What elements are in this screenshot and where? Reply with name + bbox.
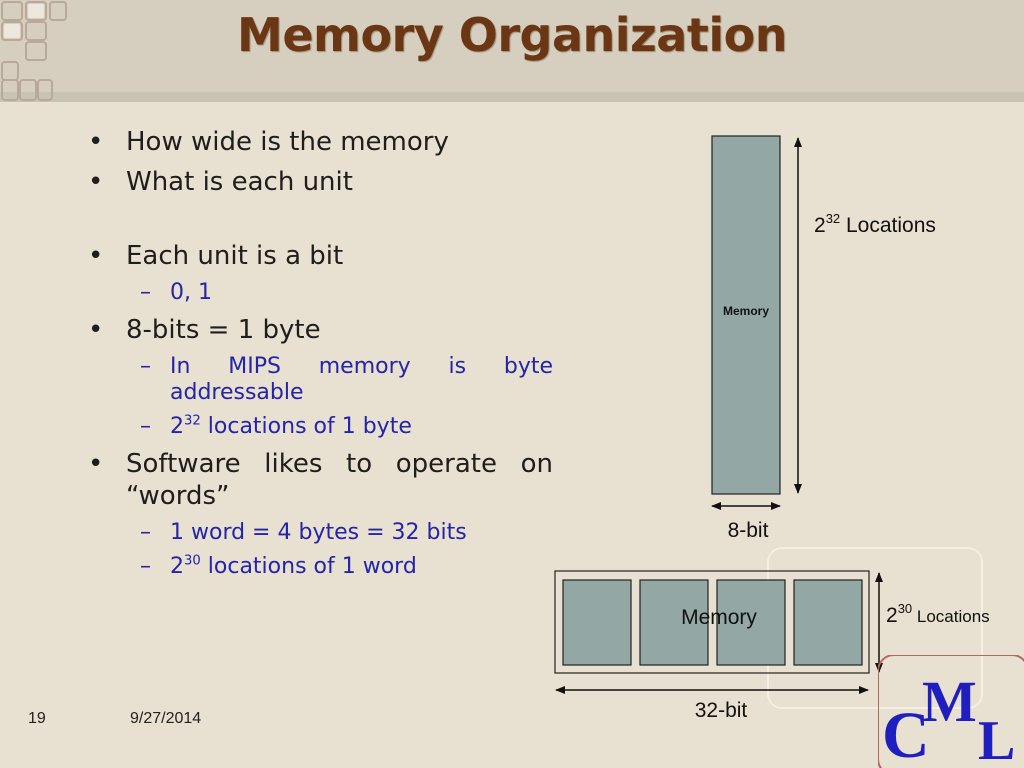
bullet-dot: • (88, 315, 104, 345)
sub-bullet-dash: – (140, 280, 151, 305)
bullet-dot: • (88, 449, 104, 479)
bullet-item: • Each unit is a bit (88, 240, 553, 272)
svg-text:M: M (922, 669, 977, 734)
bullet-item: • 8-bits = 1 byte (88, 314, 553, 346)
sub-bullet-exponent: 30 (184, 553, 201, 569)
sub-bullet-text: In MIPS memory is byte addressable (170, 354, 553, 405)
memory-block-label: Memory (723, 304, 769, 318)
bullet-item: • What is each unit (88, 166, 553, 198)
corner-decoration (1, 1, 67, 101)
bullet-dot: • (88, 127, 104, 157)
sub-bullet-base: 2 (170, 554, 184, 579)
sub-bullet-item: – 0, 1 (88, 280, 553, 306)
bullet-text: Each unit is a bit (126, 241, 344, 271)
sub-bullet-text: 0, 1 (170, 280, 212, 305)
locations-label: 232 Locations (814, 211, 936, 237)
cml-logo: C M L (878, 655, 1024, 768)
locations-exponent: 32 (826, 211, 840, 226)
bullet-dot: • (88, 241, 104, 271)
sub-bullet-dash: – (140, 520, 151, 545)
sub-bullet-text: locations of 1 byte (200, 414, 412, 439)
memory-cell (639, 579, 709, 666)
bullet-item: • Software likes to operate on “words” (88, 448, 553, 512)
bullet-text: Software likes to operate on “words” (126, 449, 553, 511)
width-label: 32-bit (695, 699, 748, 722)
bullet-text: How wide is the memory (126, 127, 449, 157)
svg-text:L: L (978, 710, 1015, 768)
locations-exponent: 30 (898, 601, 912, 616)
locations-base: 2 (814, 214, 826, 237)
locations-text: Locations (912, 607, 990, 626)
sub-bullet-dash: – (140, 414, 151, 439)
memory-block-32bit (554, 570, 870, 674)
sub-bullet-text: 1 word = 4 bytes = 32 bits (170, 520, 467, 545)
memory-cell (562, 579, 632, 666)
memory-block-8bit (711, 135, 781, 495)
locations-base: 2 (886, 604, 898, 627)
svg-text:C: C (882, 699, 930, 768)
slide-date: 9/27/2014 (130, 710, 202, 727)
page-title: Memory Organization (237, 8, 787, 62)
title-band (0, 0, 1024, 92)
sub-bullet-item: – In MIPS memory is byte addressable (88, 354, 553, 406)
sub-bullet-item: – 1 word = 4 bytes = 32 bits (88, 520, 553, 546)
sub-bullet-dash: – (140, 354, 151, 379)
sub-bullet-base: 2 (170, 414, 184, 439)
slide-number: 19 (28, 710, 46, 727)
title-rule (0, 92, 1024, 102)
bullet-item: • How wide is the memory (88, 126, 553, 158)
sub-bullet-item: – 230 locations of 1 word (88, 554, 553, 580)
locations-text: Locations (840, 214, 936, 237)
width-label: 8-bit (728, 519, 769, 542)
bullet-text: 8-bits = 1 byte (126, 315, 321, 345)
memory-cell (793, 579, 863, 666)
sub-bullet-dash: – (140, 554, 151, 579)
sub-bullet-text: locations of 1 word (200, 554, 417, 579)
memory-block-label: Memory (681, 606, 757, 629)
bullet-text: What is each unit (126, 167, 353, 197)
memory-cell (716, 579, 786, 666)
bullet-list: • How wide is the memory • What is each … (88, 126, 553, 588)
bullet-dot: • (88, 167, 104, 197)
sub-bullet-item: – 232 locations of 1 byte (88, 414, 553, 440)
locations-label: 230 Locations (886, 601, 990, 627)
sub-bullet-exponent: 32 (184, 413, 201, 429)
